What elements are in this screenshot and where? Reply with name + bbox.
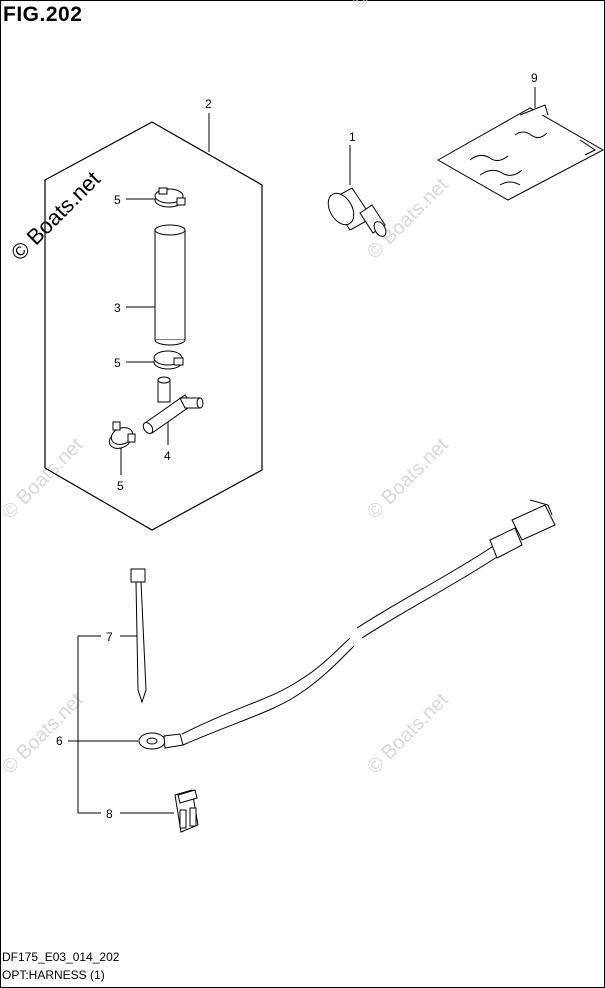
hose-clamp-lower bbox=[108, 421, 136, 449]
watermark-3: © Boats.net bbox=[363, 434, 453, 524]
callout-3: 3 bbox=[114, 301, 121, 315]
parts-bag bbox=[436, 104, 605, 201]
harness bbox=[138, 499, 556, 750]
figure-code: DF175_E03_014_202 bbox=[2, 950, 120, 964]
hose-clamp-middle bbox=[153, 350, 184, 370]
watermark-2: © Boats.net bbox=[0, 434, 88, 524]
callout-2: 2 bbox=[205, 97, 212, 111]
kit-boundary bbox=[44, 121, 263, 531]
cable-tie bbox=[130, 568, 147, 704]
tee-joint bbox=[142, 376, 204, 434]
callout-8: 8 bbox=[106, 807, 113, 821]
callout-7: 7 bbox=[106, 630, 113, 644]
watermark-6: © Boats.net bbox=[348, 0, 438, 14]
hose-clamp-top bbox=[154, 187, 186, 208]
callout-9: 9 bbox=[531, 71, 538, 85]
callout-5-top: 5 bbox=[114, 193, 121, 207]
watermark-5: © Boats.net bbox=[363, 689, 453, 779]
watermark-main: © Boats.net bbox=[6, 166, 105, 265]
fuse bbox=[174, 789, 199, 833]
callout-4: 4 bbox=[164, 449, 171, 463]
hose-tube bbox=[154, 224, 186, 346]
callout-6: 6 bbox=[56, 734, 63, 748]
grommet bbox=[327, 187, 387, 237]
watermark-4: © Boats.net bbox=[0, 689, 88, 779]
figure-title: FIG.202 bbox=[3, 3, 83, 26]
callout-5-middle: 5 bbox=[114, 356, 121, 370]
figure-name: OPT:HARNESS (1) bbox=[2, 968, 105, 982]
callout-1: 1 bbox=[349, 130, 356, 144]
callout-5-lower: 5 bbox=[117, 479, 124, 493]
